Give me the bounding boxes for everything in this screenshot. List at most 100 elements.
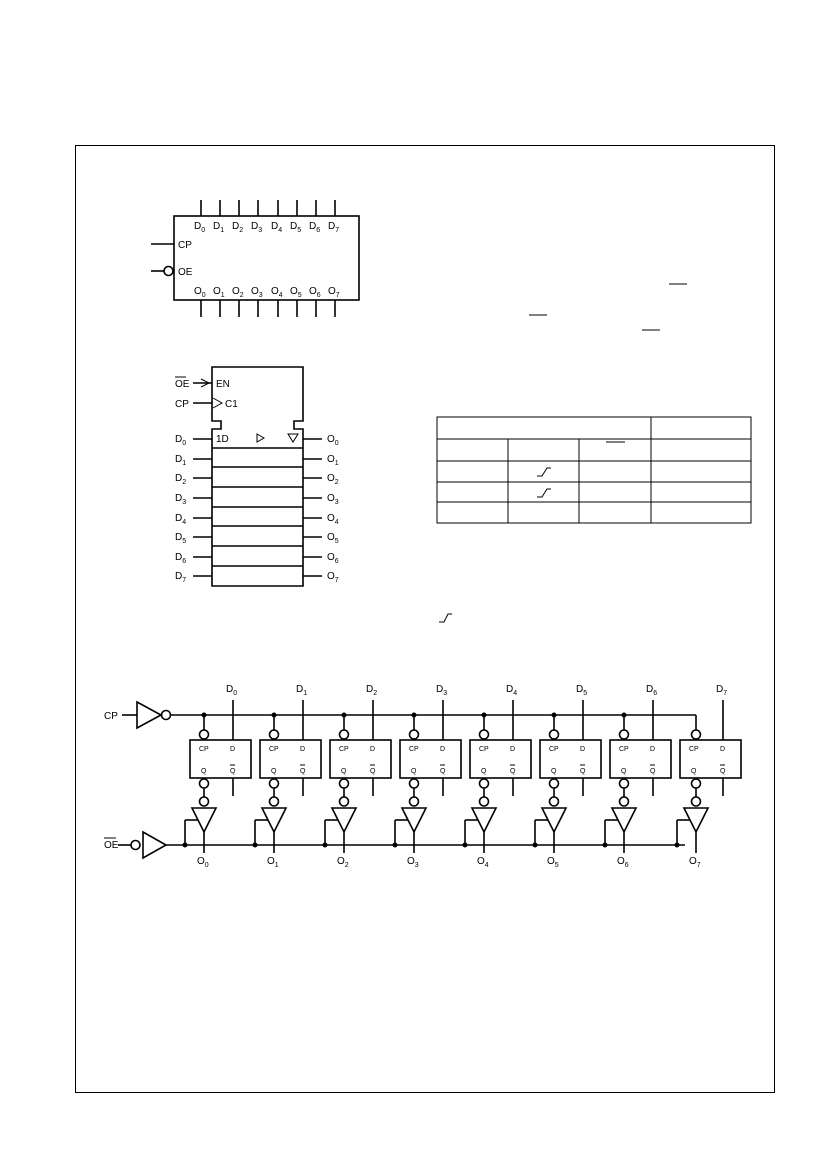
flip-flop-box [609, 739, 672, 779]
buffer-input-bubble [408, 796, 420, 807]
flip-flop-box [329, 739, 392, 779]
enable-junction [392, 842, 398, 848]
logic-symbol-body [173, 215, 360, 301]
c1-label: C1 [225, 399, 238, 410]
ff-qbar-label: Q [300, 768, 306, 775]
iec-output-label: O7 [327, 571, 339, 584]
enable-junction [182, 842, 188, 848]
iec-output-label: O6 [327, 552, 339, 565]
input-label: D4 [271, 221, 282, 234]
ff-cp-label: CP [549, 746, 559, 753]
input-label: D5 [290, 221, 301, 234]
output-label: O5 [547, 856, 559, 869]
ff-q-label: Q [691, 768, 697, 775]
input-label: D7 [328, 221, 339, 234]
ff-qbar-label: Q [720, 768, 726, 775]
q-inversion-bubble [690, 778, 702, 789]
oe-arrow-icon [200, 378, 211, 388]
output-label: O2 [337, 856, 349, 869]
q-inversion-bubble [408, 778, 420, 789]
input-label: D0 [194, 221, 205, 234]
iec-output-label: O4 [327, 513, 339, 526]
d-input-label: D2 [366, 684, 377, 697]
buffer-input-bubble [548, 796, 560, 807]
rising-edge-icon [537, 467, 551, 477]
clock-inversion-bubble [478, 729, 490, 740]
output-label: O3 [407, 856, 419, 869]
three-state-triangle-icon [287, 433, 299, 443]
buffer-input-bubble [338, 796, 350, 807]
output-label: O4 [477, 856, 489, 869]
ff-qbar-label: Q [230, 768, 236, 775]
ff-qbar-label: Q [370, 768, 376, 775]
oe-buffer-icon [142, 830, 168, 860]
ff-cp-label: CP [409, 746, 419, 753]
output-label: O0 [194, 286, 206, 299]
ff-cp-label: CP [199, 746, 209, 753]
iec-input-label: D4 [175, 513, 186, 526]
q-inversion-bubble [548, 778, 560, 789]
output-label: O0 [197, 856, 209, 869]
q-inversion-bubble [198, 778, 210, 789]
output-label: O2 [232, 286, 244, 299]
clock-inversion-bubble [198, 729, 210, 740]
output-label: O1 [267, 856, 279, 869]
ff-q-label: Q [621, 768, 627, 775]
iec-output-label: O5 [327, 532, 339, 545]
ff-q-label: Q [341, 768, 347, 775]
input-label: D1 [213, 221, 224, 234]
iec-output-label: O1 [327, 454, 339, 467]
ff-d-label: D [230, 746, 235, 753]
iec-output-label: O0 [327, 434, 339, 447]
ff-qbar-label: Q [510, 768, 516, 775]
buffer-triangle-icon [256, 433, 266, 443]
ff-qbar-label: Q [650, 768, 656, 775]
flip-flop-box [189, 739, 252, 779]
flip-flop-box [539, 739, 602, 779]
page-border [75, 145, 775, 1093]
output-label: O3 [251, 286, 263, 299]
diagram-cp-label: CP [104, 711, 118, 722]
enable-junction [602, 842, 608, 848]
clock-inversion-bubble [268, 729, 280, 740]
iec-input-label: D1 [175, 454, 186, 467]
ff-d-label: D [510, 746, 515, 753]
d-input-label: D7 [716, 684, 727, 697]
ff-q-label: Q [271, 768, 277, 775]
ff-q-label: Q [481, 768, 487, 775]
ff-d-label: D [720, 746, 725, 753]
ff-d-label: D [440, 746, 445, 753]
ff-d-label: D [580, 746, 585, 753]
ff-cp-label: CP [479, 746, 489, 753]
iec-symbol-body [211, 366, 304, 587]
ff-q-label: Q [411, 768, 417, 775]
oe-label: OE [178, 267, 193, 278]
input-label: D6 [309, 221, 320, 234]
clock-inversion-bubble [690, 729, 702, 740]
ff-qbar-label: Q [580, 768, 586, 775]
q-inversion-bubble [478, 778, 490, 789]
q-inversion-bubble [338, 778, 350, 789]
output-label: O1 [213, 286, 225, 299]
ff-q-label: Q [551, 768, 557, 775]
ff-d-label: D [370, 746, 375, 753]
d-input-label: D6 [646, 684, 657, 697]
diagram-oe-label: OE [104, 840, 119, 851]
ff-cp-label: CP [689, 746, 699, 753]
buffer-input-bubble [690, 796, 702, 807]
cp-label: CP [178, 240, 192, 251]
output-label: O4 [271, 286, 283, 299]
iec-input-label: D7 [175, 571, 186, 584]
iec-input-label: D3 [175, 493, 186, 506]
iec-output-label: O2 [327, 473, 339, 486]
overbar-marks [529, 283, 687, 331]
